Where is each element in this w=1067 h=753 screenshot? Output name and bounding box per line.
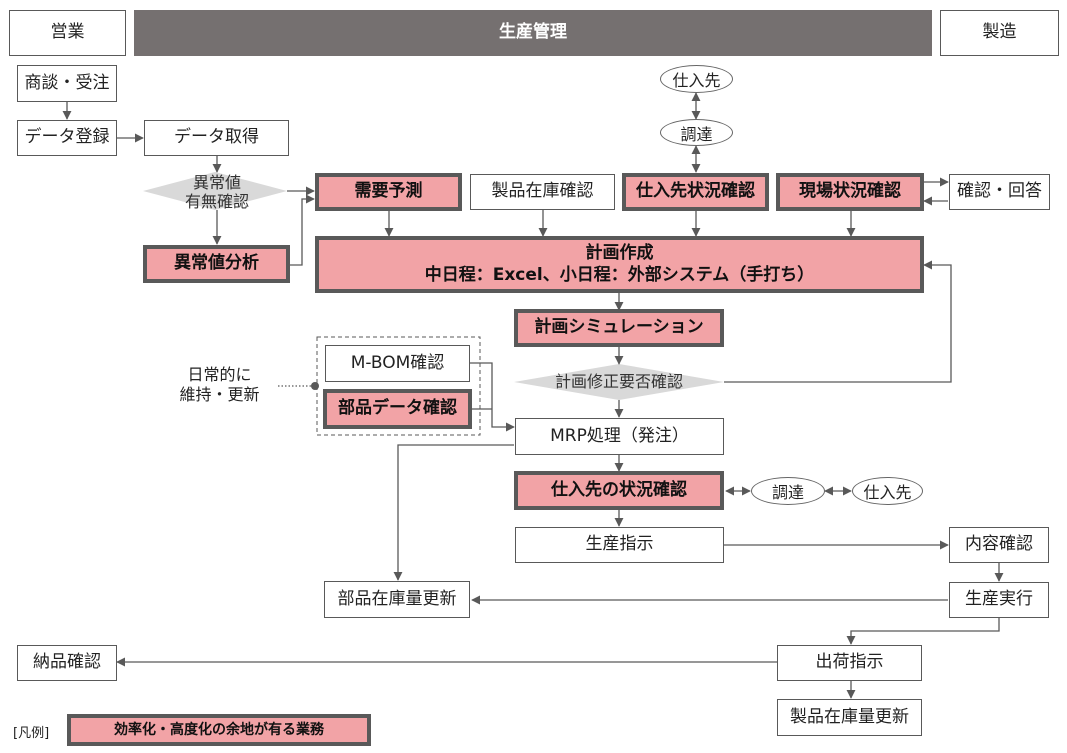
arrow-execution-to-shipping: [846, 618, 1000, 645]
legend-label: [凡例]: [13, 726, 50, 741]
node-anomaly-analysis: 異常値分析: [143, 245, 290, 283]
node-plan-creation: 計画作成 中日程：Excel、小日程：外部システム（手打ち）: [315, 236, 924, 293]
node-mrp-processing: MRP処理（発注）: [515, 418, 724, 455]
node-site-status-check: 現場状況確認: [776, 173, 924, 211]
maintenance-dot: [311, 382, 319, 390]
node-production-instruction: 生産指示: [515, 527, 724, 563]
lane-header-production-control: 生産管理: [134, 10, 932, 56]
node-supplier-bottom: 仕入先: [852, 477, 923, 505]
lane-header-manufacturing: 製造: [940, 10, 1059, 56]
arrow-revision-loop-to-plan: [724, 260, 952, 383]
node-content-check: 内容確認: [949, 527, 1049, 563]
node-production-execution: 生産実行: [949, 582, 1049, 618]
node-supplier-condition-check: 仕入先の状況確認: [514, 471, 724, 510]
legend-highlight-swatch: 効率化・高度化の余地が有る業務: [67, 714, 371, 746]
lane-header-sales: 営業: [9, 10, 126, 56]
node-procurement-top: 調達: [660, 119, 733, 146]
note-daily-maintenance-line1: 日常的に: [187, 365, 252, 384]
decision-plan-revision: 計画修正要否確認: [554, 372, 683, 392]
note-daily-maintenance: 日常的に 維持・更新: [162, 365, 277, 405]
arrow-mrp-to-parts-stock: [393, 444, 514, 581]
node-parts-data-check: 部品データ確認: [323, 389, 472, 429]
node-data-registration: データ登録: [17, 120, 117, 156]
decision-anomaly-check-line2: 有無確認: [184, 192, 249, 211]
node-supplier-status-check: 仕入先状況確認: [622, 173, 769, 211]
node-mbom-check: M-BOM確認: [325, 345, 470, 382]
node-demand-forecast: 需要予測: [315, 173, 462, 211]
node-shipping-instruction: 出荷指示: [777, 645, 922, 681]
parts-group-dashed-frame: [316, 336, 481, 436]
node-product-stock-check: 製品在庫確認: [470, 174, 615, 210]
plan-creation-title: 計画作成: [585, 243, 654, 264]
node-confirm-answer: 確認・回答: [949, 174, 1050, 210]
node-negotiation-order: 商談・受注: [17, 65, 117, 102]
arrow-mbom-to-mrp: [470, 362, 515, 432]
decision-anomaly-check-line1: 異常値: [192, 172, 241, 192]
node-plan-simulation: 計画シミュレーション: [514, 309, 724, 347]
node-procurement-bottom: 調達: [751, 477, 825, 505]
node-supplier-top: 仕入先: [660, 65, 733, 93]
node-data-acquisition: データ取得: [144, 120, 289, 156]
node-delivery-check: 納品確認: [17, 645, 117, 681]
node-product-stock-update: 製品在庫量更新: [777, 699, 922, 736]
arrow-analysis-to-forecast: [290, 194, 315, 266]
decision-diamond-anomaly: [143, 172, 287, 210]
decision-anomaly-check: 異常値 有無確認: [165, 172, 269, 212]
decision-diamond-plan-revision: [514, 364, 724, 400]
node-parts-stock-update: 部品在庫量更新: [324, 581, 470, 618]
note-daily-maintenance-line2: 維持・更新: [179, 385, 260, 404]
plan-creation-detail: 中日程：Excel、小日程：外部システム（手打ち）: [424, 264, 815, 285]
